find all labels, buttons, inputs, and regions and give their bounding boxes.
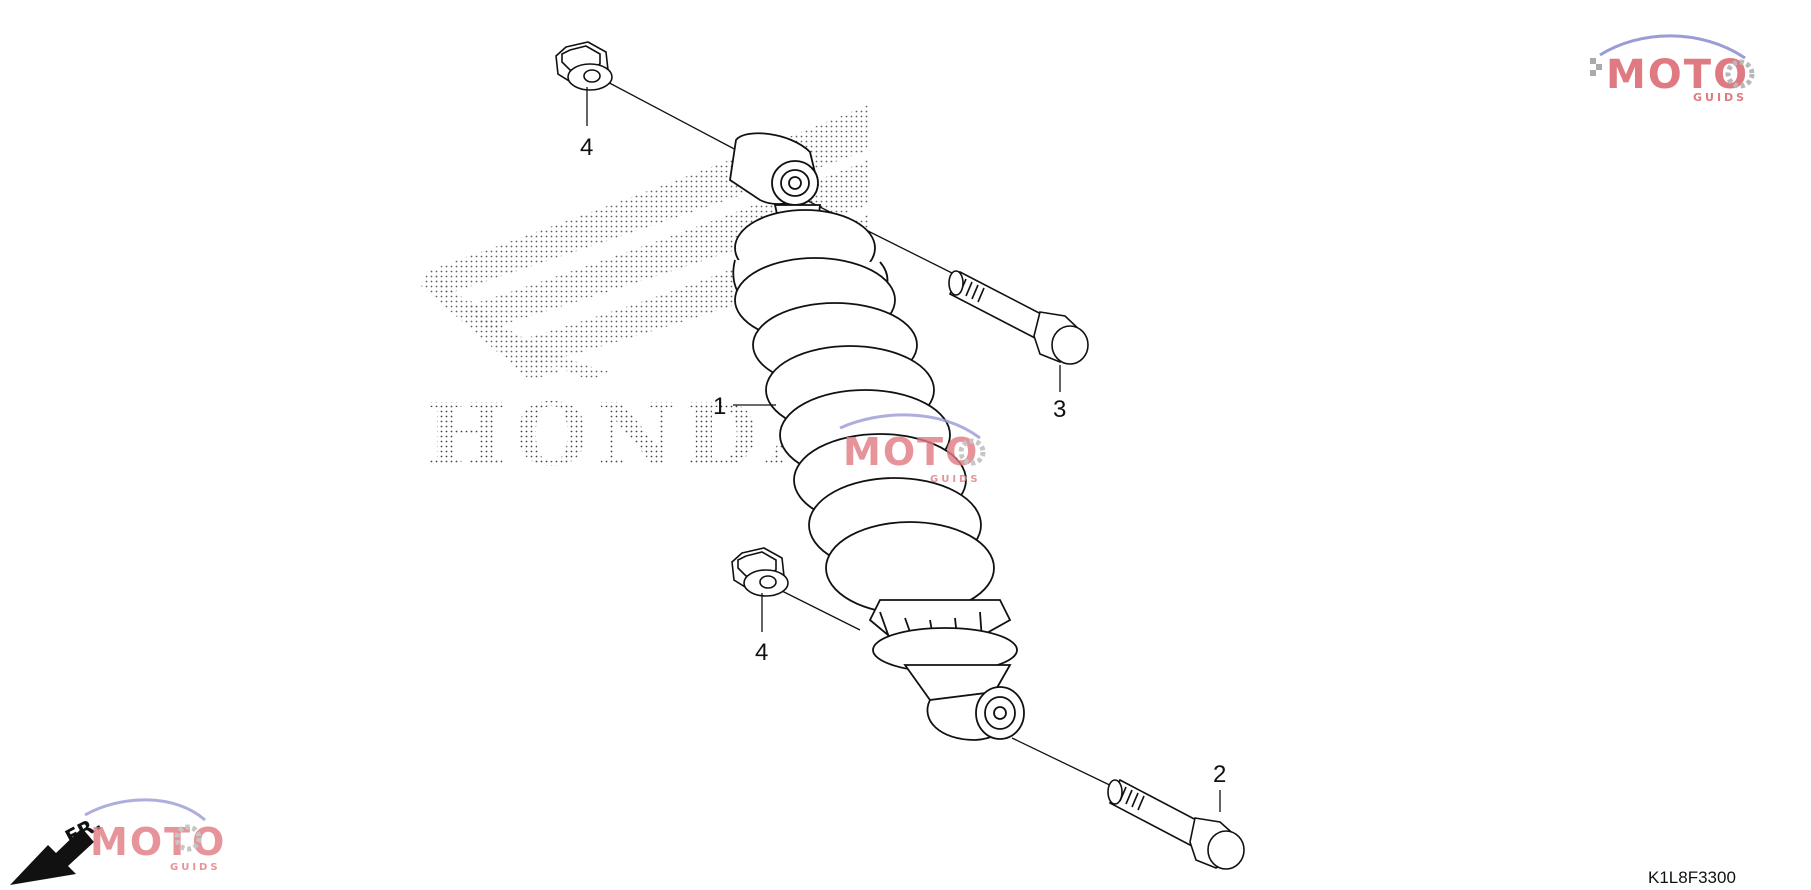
svg-text:MOTO: MOTO (90, 820, 226, 864)
mounting-bolt-lower (1107, 778, 1245, 870)
drawing-code: K1L8F3300 (1648, 868, 1736, 887)
rear-shock-absorber (729, 132, 1025, 741)
moto-guids-watermark-bottom: MOTO GUIDS (84, 798, 226, 873)
callout-part-4-bottom: 4 (755, 639, 768, 666)
mounting-bolt-upper (948, 270, 1089, 365)
svg-text:MOTO: MOTO (843, 430, 979, 474)
callout-part-4-top: 4 (580, 134, 593, 161)
flange-nut-top (555, 41, 613, 91)
svg-text:GUIDS: GUIDS (170, 862, 221, 873)
callout-leaders (586, 87, 1221, 812)
svg-text:MOTO: MOTO (1606, 52, 1749, 98)
moto-guids-watermark-top: MOTO GUIDS (1590, 34, 1755, 104)
flange-nut-bottom (731, 547, 789, 597)
honda-logo-text: HONDA (425, 385, 841, 486)
callout-part-1: 1 (713, 393, 726, 420)
moto-guids-watermark-center: MOTO GUIDS (839, 413, 986, 485)
callout-part-2: 2 (1213, 761, 1226, 788)
svg-text:GUIDS: GUIDS (1693, 91, 1747, 104)
svg-text:GUIDS: GUIDS (930, 474, 981, 485)
svg-text:HONDA: HONDA (425, 385, 841, 486)
callout-part-3: 3 (1053, 396, 1066, 423)
